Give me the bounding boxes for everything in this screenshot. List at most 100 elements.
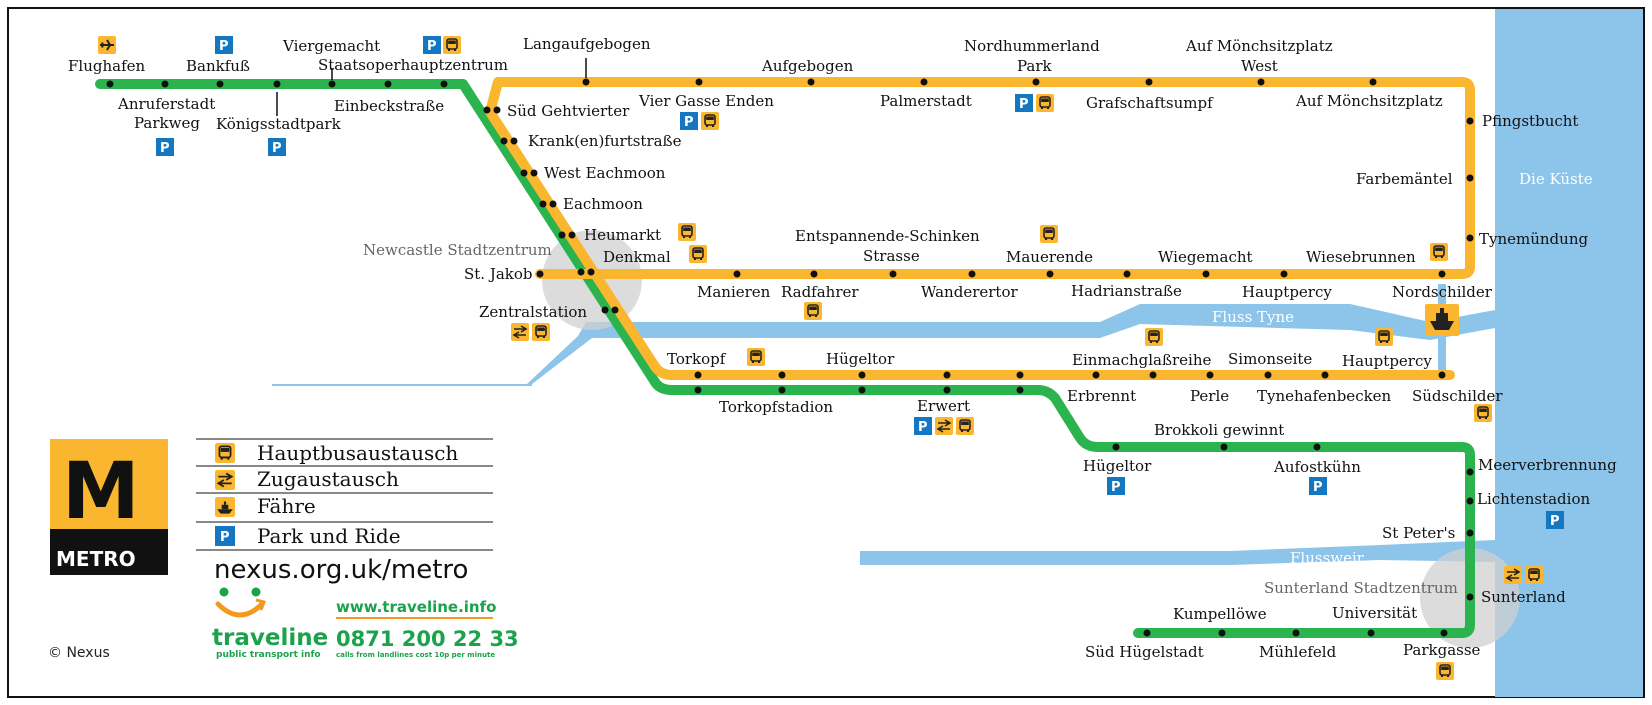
svg-text:P: P bbox=[160, 141, 170, 156]
station-zentralstation[interactable]: Zentralstation bbox=[479, 303, 587, 321]
station-meerverbrennung[interactable]: Meerverbrennung bbox=[1478, 456, 1617, 474]
station-langaufgebogen[interactable]: Langaufgebogen bbox=[523, 35, 651, 53]
river-weir-label: Flussweir bbox=[1290, 549, 1365, 567]
station-bankfuss[interactable]: Bankfuß bbox=[186, 57, 250, 75]
parking-icon: P bbox=[268, 138, 286, 156]
river-tyne-label: Fluss Tyne bbox=[1212, 308, 1294, 326]
station-heumarkt[interactable]: Heumarkt bbox=[584, 226, 661, 244]
bus-icon bbox=[1430, 243, 1448, 261]
traveline-url-link[interactable]: www.traveline.info bbox=[336, 598, 496, 616]
station-west-eachmoon[interactable]: West Eachmoon bbox=[544, 164, 666, 182]
station-hauptpercy-south[interactable]: Hauptpercy bbox=[1342, 352, 1432, 370]
station-perle[interactable]: Perle bbox=[1190, 387, 1229, 405]
station-radfahrer[interactable]: Radfahrer bbox=[781, 283, 859, 301]
yellow-loop-start bbox=[485, 80, 503, 114]
station-palmerstadt[interactable]: Palmerstadt bbox=[880, 92, 972, 110]
station-entspannende-schinken[interactable]: Entspannende-Schinken bbox=[795, 227, 980, 245]
copyright-notice: © Nexus bbox=[48, 645, 110, 661]
parking-icon: P bbox=[680, 112, 698, 130]
station-nordhummerland[interactable]: Nordhummerland bbox=[964, 37, 1100, 55]
parking-icon: P bbox=[1546, 511, 1564, 529]
nexus-website-link[interactable]: nexus.org.uk/metro bbox=[214, 555, 468, 585]
bus-icon bbox=[532, 323, 550, 341]
traveline-brand: traveline bbox=[212, 625, 328, 651]
station-suedschilder[interactable]: Südschilder bbox=[1412, 387, 1503, 405]
station-erwert[interactable]: Erwert bbox=[917, 397, 970, 415]
bus-icon bbox=[443, 36, 461, 54]
parking-icon: P bbox=[1309, 477, 1327, 495]
station-mauerende[interactable]: Mauerende bbox=[1006, 248, 1093, 266]
station-viergemacht[interactable]: Viergemacht bbox=[282, 37, 380, 55]
bus-icon bbox=[701, 112, 719, 130]
station-manieren[interactable]: Manieren bbox=[697, 283, 771, 301]
station-entspannende-strasse[interactable]: Strasse bbox=[863, 247, 920, 265]
bus-icon bbox=[689, 245, 707, 263]
station-muehlefeld[interactable]: Mühlefeld bbox=[1259, 643, 1337, 661]
station-auf-moenchsitzplatz-west[interactable]: Auf Mönchsitzplatz bbox=[1185, 37, 1333, 55]
station-hauptpercy-north[interactable]: Hauptpercy bbox=[1242, 283, 1332, 301]
train-icon bbox=[1504, 566, 1522, 584]
station-aufostkuehn[interactable]: Aufostkühn bbox=[1273, 458, 1361, 476]
station-huegeltor-north[interactable]: Hügeltor bbox=[826, 350, 895, 368]
station-wanderertor[interactable]: Wanderertor bbox=[921, 283, 1018, 301]
station-koenigsstadtpark[interactable]: Königsstadtpark bbox=[216, 115, 342, 133]
station-brokkoli-gewinnt[interactable]: Brokkoli gewinnt bbox=[1154, 421, 1284, 439]
station-denkmal[interactable]: Denkmal bbox=[603, 248, 671, 266]
station-anruferstadt-parkweg[interactable]: Parkweg bbox=[134, 114, 200, 132]
station-tynehafenbecken[interactable]: Tynehafenbecken bbox=[1257, 387, 1392, 405]
traveline-logo: traveline public transport info bbox=[212, 587, 328, 660]
station-krankenfurtstrasse[interactable]: Krank(en)furtstraße bbox=[528, 132, 682, 150]
station-nordschilder[interactable]: Nordschilder bbox=[1392, 283, 1493, 301]
station-eachmoon[interactable]: Eachmoon bbox=[563, 195, 643, 213]
svg-text:P: P bbox=[220, 530, 230, 545]
svg-text:P: P bbox=[1313, 480, 1323, 495]
parking-icon: P bbox=[1107, 477, 1125, 495]
legend-bus-label: Hauptbusaustausch bbox=[257, 441, 458, 465]
station-flughafen[interactable]: Flughafen bbox=[68, 57, 146, 75]
station-lichtenstadion[interactable]: Lichtenstadion bbox=[1477, 490, 1590, 508]
metro-logo-word: METRO bbox=[56, 547, 136, 571]
station-einmachglasreihe[interactable]: Einmachglaßreihe bbox=[1072, 351, 1212, 369]
station-st-peters[interactable]: St Peter's bbox=[1382, 524, 1455, 542]
station-simonseite[interactable]: Simonseite bbox=[1228, 350, 1312, 368]
svg-text:P: P bbox=[219, 39, 229, 54]
station-sued-gehtvierter[interactable]: Süd Gehtvierter bbox=[507, 102, 630, 120]
station-aufgebogen[interactable]: Aufgebogen bbox=[761, 57, 854, 75]
metro-logo: M METRO bbox=[50, 439, 168, 575]
station-sunterland[interactable]: Sunterland bbox=[1481, 588, 1566, 606]
station-torkopf[interactable]: Torkopf bbox=[667, 350, 727, 368]
station-wiesebrunnen[interactable]: Wiesebrunnen bbox=[1306, 248, 1416, 266]
bus-icon bbox=[1145, 328, 1163, 346]
station-parkgasse[interactable]: Parkgasse bbox=[1403, 641, 1481, 659]
station-hadrianstrasse[interactable]: Hadrianstraße bbox=[1071, 282, 1182, 300]
station-kumpelloewe[interactable]: Kumpellöwe bbox=[1173, 605, 1267, 623]
station-sued-huegelstadt[interactable]: Süd Hügelstadt bbox=[1085, 643, 1204, 661]
station-erbrennt[interactable]: Erbrennt bbox=[1067, 387, 1136, 405]
bus-icon bbox=[956, 417, 974, 435]
station-nordhummerland-park[interactable]: Park bbox=[1017, 57, 1053, 75]
station-staatsoperhauptzentrum[interactable]: Staatsoperhauptzentrum bbox=[318, 56, 508, 74]
parking-icon: P bbox=[1015, 94, 1033, 112]
station-auf-moenchsitzplatz[interactable]: Auf Mönchsitzplatz bbox=[1295, 92, 1443, 110]
river-tyne bbox=[272, 304, 1495, 386]
station-pfingstbucht[interactable]: Pfingstbucht bbox=[1482, 112, 1578, 130]
svg-text:P: P bbox=[684, 115, 694, 130]
map-frame bbox=[7, 7, 1645, 698]
station-tynemuendung[interactable]: Tynemündung bbox=[1479, 230, 1588, 248]
station-grafschaftsumpf[interactable]: Grafschaftsumpf bbox=[1086, 94, 1214, 112]
station-einbeckstrasse[interactable]: Einbeckstraße bbox=[334, 97, 444, 115]
bus-icon bbox=[215, 443, 235, 463]
station-universitaet[interactable]: Universität bbox=[1332, 604, 1417, 622]
bus-icon bbox=[1525, 566, 1543, 584]
parking-icon: P bbox=[423, 36, 441, 54]
station-torkopfstadion[interactable]: Torkopfstadion bbox=[719, 398, 833, 416]
station-st-jakob[interactable]: St. Jakob bbox=[464, 265, 533, 283]
station-vier-gasse-enden[interactable]: Vier Gasse Enden bbox=[638, 92, 774, 110]
svg-text:P: P bbox=[918, 420, 928, 435]
ferry-icon bbox=[215, 497, 235, 517]
station-auf-moenchsitzplatz-west-2[interactable]: West bbox=[1241, 57, 1278, 75]
station-huegeltor-south[interactable]: Hügeltor bbox=[1083, 457, 1152, 475]
station-farbemaentel[interactable]: Farbemäntel bbox=[1356, 170, 1453, 188]
station-wiegemacht[interactable]: Wiegemacht bbox=[1158, 248, 1253, 266]
station-anruferstadt[interactable]: Anruferstadt bbox=[117, 95, 215, 113]
